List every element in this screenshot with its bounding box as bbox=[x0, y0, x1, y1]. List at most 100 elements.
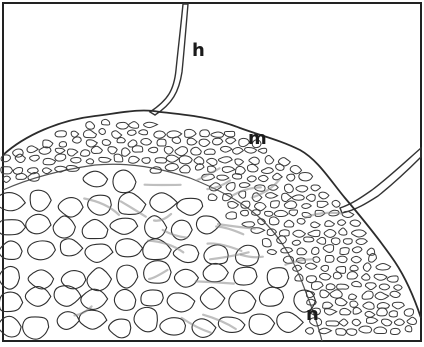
outer-cell bbox=[139, 130, 148, 135]
outer-cell bbox=[377, 303, 389, 309]
outer-cell bbox=[375, 292, 389, 299]
inner-cell bbox=[30, 190, 51, 211]
outer-cell bbox=[326, 284, 335, 290]
outer-cell bbox=[211, 132, 224, 137]
outer-cell bbox=[226, 183, 235, 192]
outer-cell bbox=[324, 309, 336, 315]
outer-cell bbox=[242, 222, 255, 227]
outer-cell bbox=[392, 302, 404, 309]
inner-cell bbox=[117, 265, 138, 288]
outer-cell bbox=[323, 302, 333, 308]
outer-cell bbox=[228, 201, 239, 208]
inner-cell bbox=[144, 261, 171, 284]
inner-cell bbox=[204, 245, 228, 264]
outer-cell bbox=[405, 326, 412, 332]
outer-cell bbox=[71, 157, 81, 162]
inner-cell bbox=[277, 312, 303, 332]
outer-cell bbox=[324, 230, 336, 238]
outer-cell bbox=[274, 210, 288, 216]
outer-cell bbox=[293, 230, 306, 237]
outer-cell bbox=[99, 157, 111, 162]
inner-cell bbox=[249, 314, 275, 334]
inner-cell bbox=[109, 319, 131, 338]
outer-cell bbox=[221, 146, 232, 152]
outer-cell bbox=[306, 194, 315, 201]
inner-cell bbox=[113, 170, 136, 193]
outer-cell bbox=[127, 130, 136, 135]
outer-cell bbox=[319, 273, 330, 280]
outer-cell bbox=[387, 276, 398, 282]
outer-cell bbox=[339, 228, 347, 235]
outer-cell bbox=[167, 131, 182, 138]
outer-cell bbox=[350, 265, 358, 271]
outer-cell bbox=[213, 138, 223, 145]
inner-cell bbox=[134, 307, 157, 331]
outer-cell bbox=[222, 167, 235, 173]
inner-cell bbox=[150, 193, 178, 213]
outer-cell bbox=[247, 176, 256, 182]
inner-cell bbox=[23, 317, 49, 339]
outer-cell bbox=[86, 122, 95, 129]
layer-boundary bbox=[3, 164, 322, 341]
outer-cell bbox=[208, 194, 217, 200]
outer-cell bbox=[321, 265, 329, 271]
inner-cell bbox=[26, 214, 51, 234]
inner-cell bbox=[116, 239, 143, 257]
inner-cell bbox=[192, 319, 216, 338]
outer-cell bbox=[102, 140, 111, 146]
outer-cell bbox=[284, 184, 293, 193]
outer-cell bbox=[129, 122, 139, 129]
inner-cell bbox=[203, 263, 228, 281]
outer-cell bbox=[180, 165, 191, 173]
inner-cell bbox=[25, 287, 50, 307]
outer-cell bbox=[297, 219, 305, 225]
fiber-strand bbox=[154, 214, 171, 221]
outer-cell bbox=[102, 119, 110, 125]
outer-cell bbox=[43, 158, 55, 164]
outer-cell bbox=[194, 157, 204, 165]
outer-cell bbox=[350, 301, 358, 307]
outer-cell bbox=[191, 147, 202, 155]
inner-cell bbox=[82, 219, 108, 238]
outer-cell bbox=[207, 158, 217, 165]
fiber-strand bbox=[149, 270, 167, 279]
outer-cell bbox=[155, 158, 167, 163]
inner-cell bbox=[87, 268, 111, 291]
outer-cell bbox=[343, 239, 352, 245]
outer-cell bbox=[282, 193, 292, 201]
outer-cell bbox=[407, 317, 417, 324]
outer-cell bbox=[374, 327, 387, 334]
outer-cell bbox=[240, 210, 248, 216]
outer-cell bbox=[335, 298, 347, 306]
outer-cell bbox=[389, 311, 397, 317]
outer-cell bbox=[308, 230, 320, 236]
outer-cell bbox=[239, 183, 250, 188]
inner-cell bbox=[229, 290, 256, 313]
outer-cell bbox=[311, 222, 321, 228]
outer-cell bbox=[365, 311, 375, 317]
outer-cell bbox=[217, 175, 229, 180]
hair-strand-right bbox=[340, 148, 421, 213]
outer-cell bbox=[363, 263, 371, 272]
outer-cell bbox=[320, 290, 330, 298]
outer-cell bbox=[141, 138, 152, 145]
outer-cell bbox=[157, 139, 166, 146]
fiber-strand bbox=[148, 241, 183, 253]
outer-cell bbox=[218, 157, 232, 163]
inner-cell bbox=[196, 216, 220, 234]
outer-cell bbox=[365, 283, 376, 290]
outer-cell bbox=[284, 201, 296, 209]
label-m: m bbox=[248, 128, 267, 149]
outer-cell bbox=[356, 239, 367, 245]
outer-cell bbox=[265, 155, 274, 163]
outer-cell bbox=[154, 131, 166, 138]
outer-cell bbox=[114, 154, 123, 162]
outer-cell bbox=[86, 159, 94, 164]
outer-cell bbox=[352, 281, 362, 286]
inner-cell bbox=[160, 318, 186, 335]
outer-cell bbox=[80, 150, 89, 156]
outer-cell bbox=[287, 174, 295, 181]
fiber-strand bbox=[233, 187, 261, 195]
outer-cell bbox=[377, 308, 388, 316]
